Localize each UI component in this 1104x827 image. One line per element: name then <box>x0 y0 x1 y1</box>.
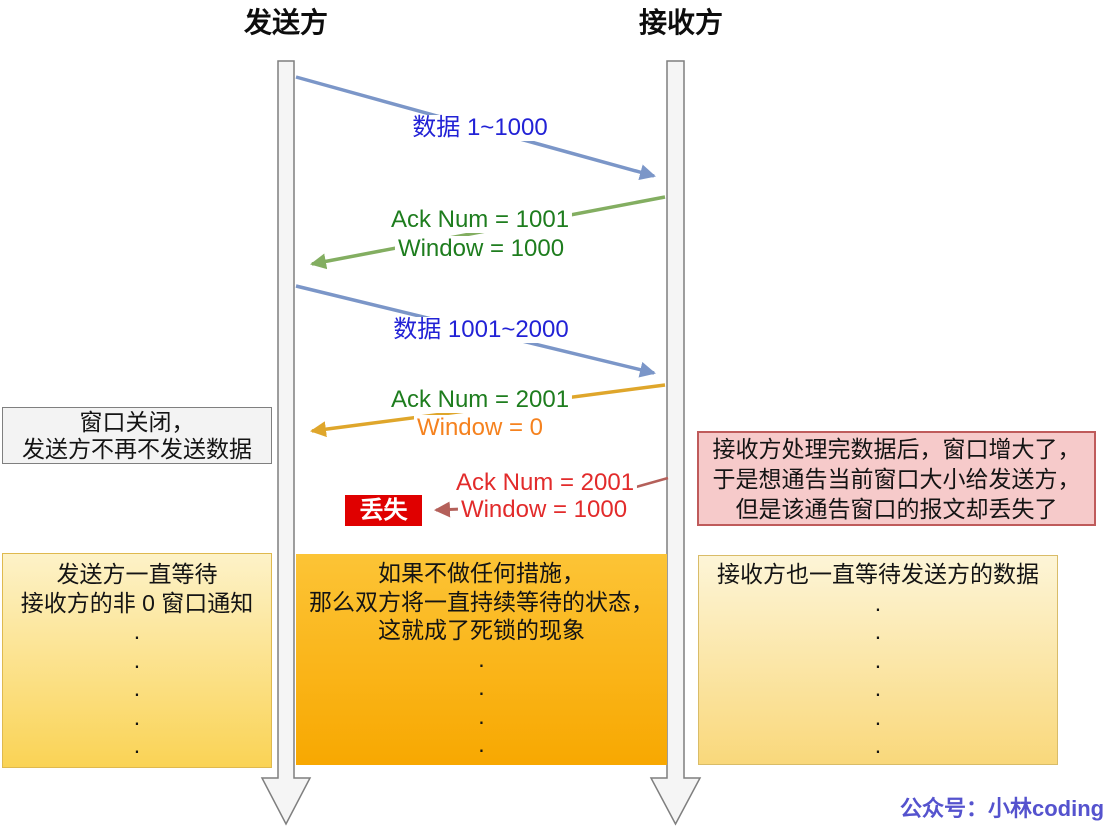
ack2-label: Ack Num = 2001 <box>387 387 573 413</box>
sender-waiting-box: 发送方一直等待 接收方的非 0 窗口通知 . . . . . <box>2 553 272 768</box>
win3-label: Window = 1000 <box>457 497 631 523</box>
window-closed-note: 窗口关闭， 发送方不再不发送数据 <box>2 407 272 464</box>
sender-lifeline-arrow <box>260 60 312 826</box>
watermark-text: 公众号：小林coding <box>900 796 1104 821</box>
win2-label: Window = 0 <box>413 415 547 441</box>
data2-label: 数据 1001~2000 <box>390 317 572 343</box>
lost-ack-arrow <box>434 501 463 518</box>
win1-label: Window = 1000 <box>394 236 568 262</box>
data1-label: 数据 1~1000 <box>409 115 551 141</box>
receiver-lifeline-arrow <box>649 60 702 826</box>
lost-badge: 丢失 <box>345 495 422 526</box>
receiver-waiting-box: 接收方也一直等待发送方的数据 . . . . . . <box>698 555 1058 765</box>
ack3-label: Ack Num = 2001 <box>452 470 638 496</box>
sender-title: 发送方 <box>243 7 329 38</box>
receiver-lost-report-note: 接收方处理完数据后，窗口增大了， 于是想通告当前窗口大小给发送方， 但是该通告窗… <box>697 431 1096 526</box>
ack1-label: Ack Num = 1001 <box>387 207 573 233</box>
lost-ack-stub-line <box>635 476 669 489</box>
deadlock-box: 如果不做任何措施， 那么双方将一直持续等待的状态， 这就成了死锁的现象 . . … <box>296 554 667 765</box>
receiver-title: 接收方 <box>638 7 724 38</box>
